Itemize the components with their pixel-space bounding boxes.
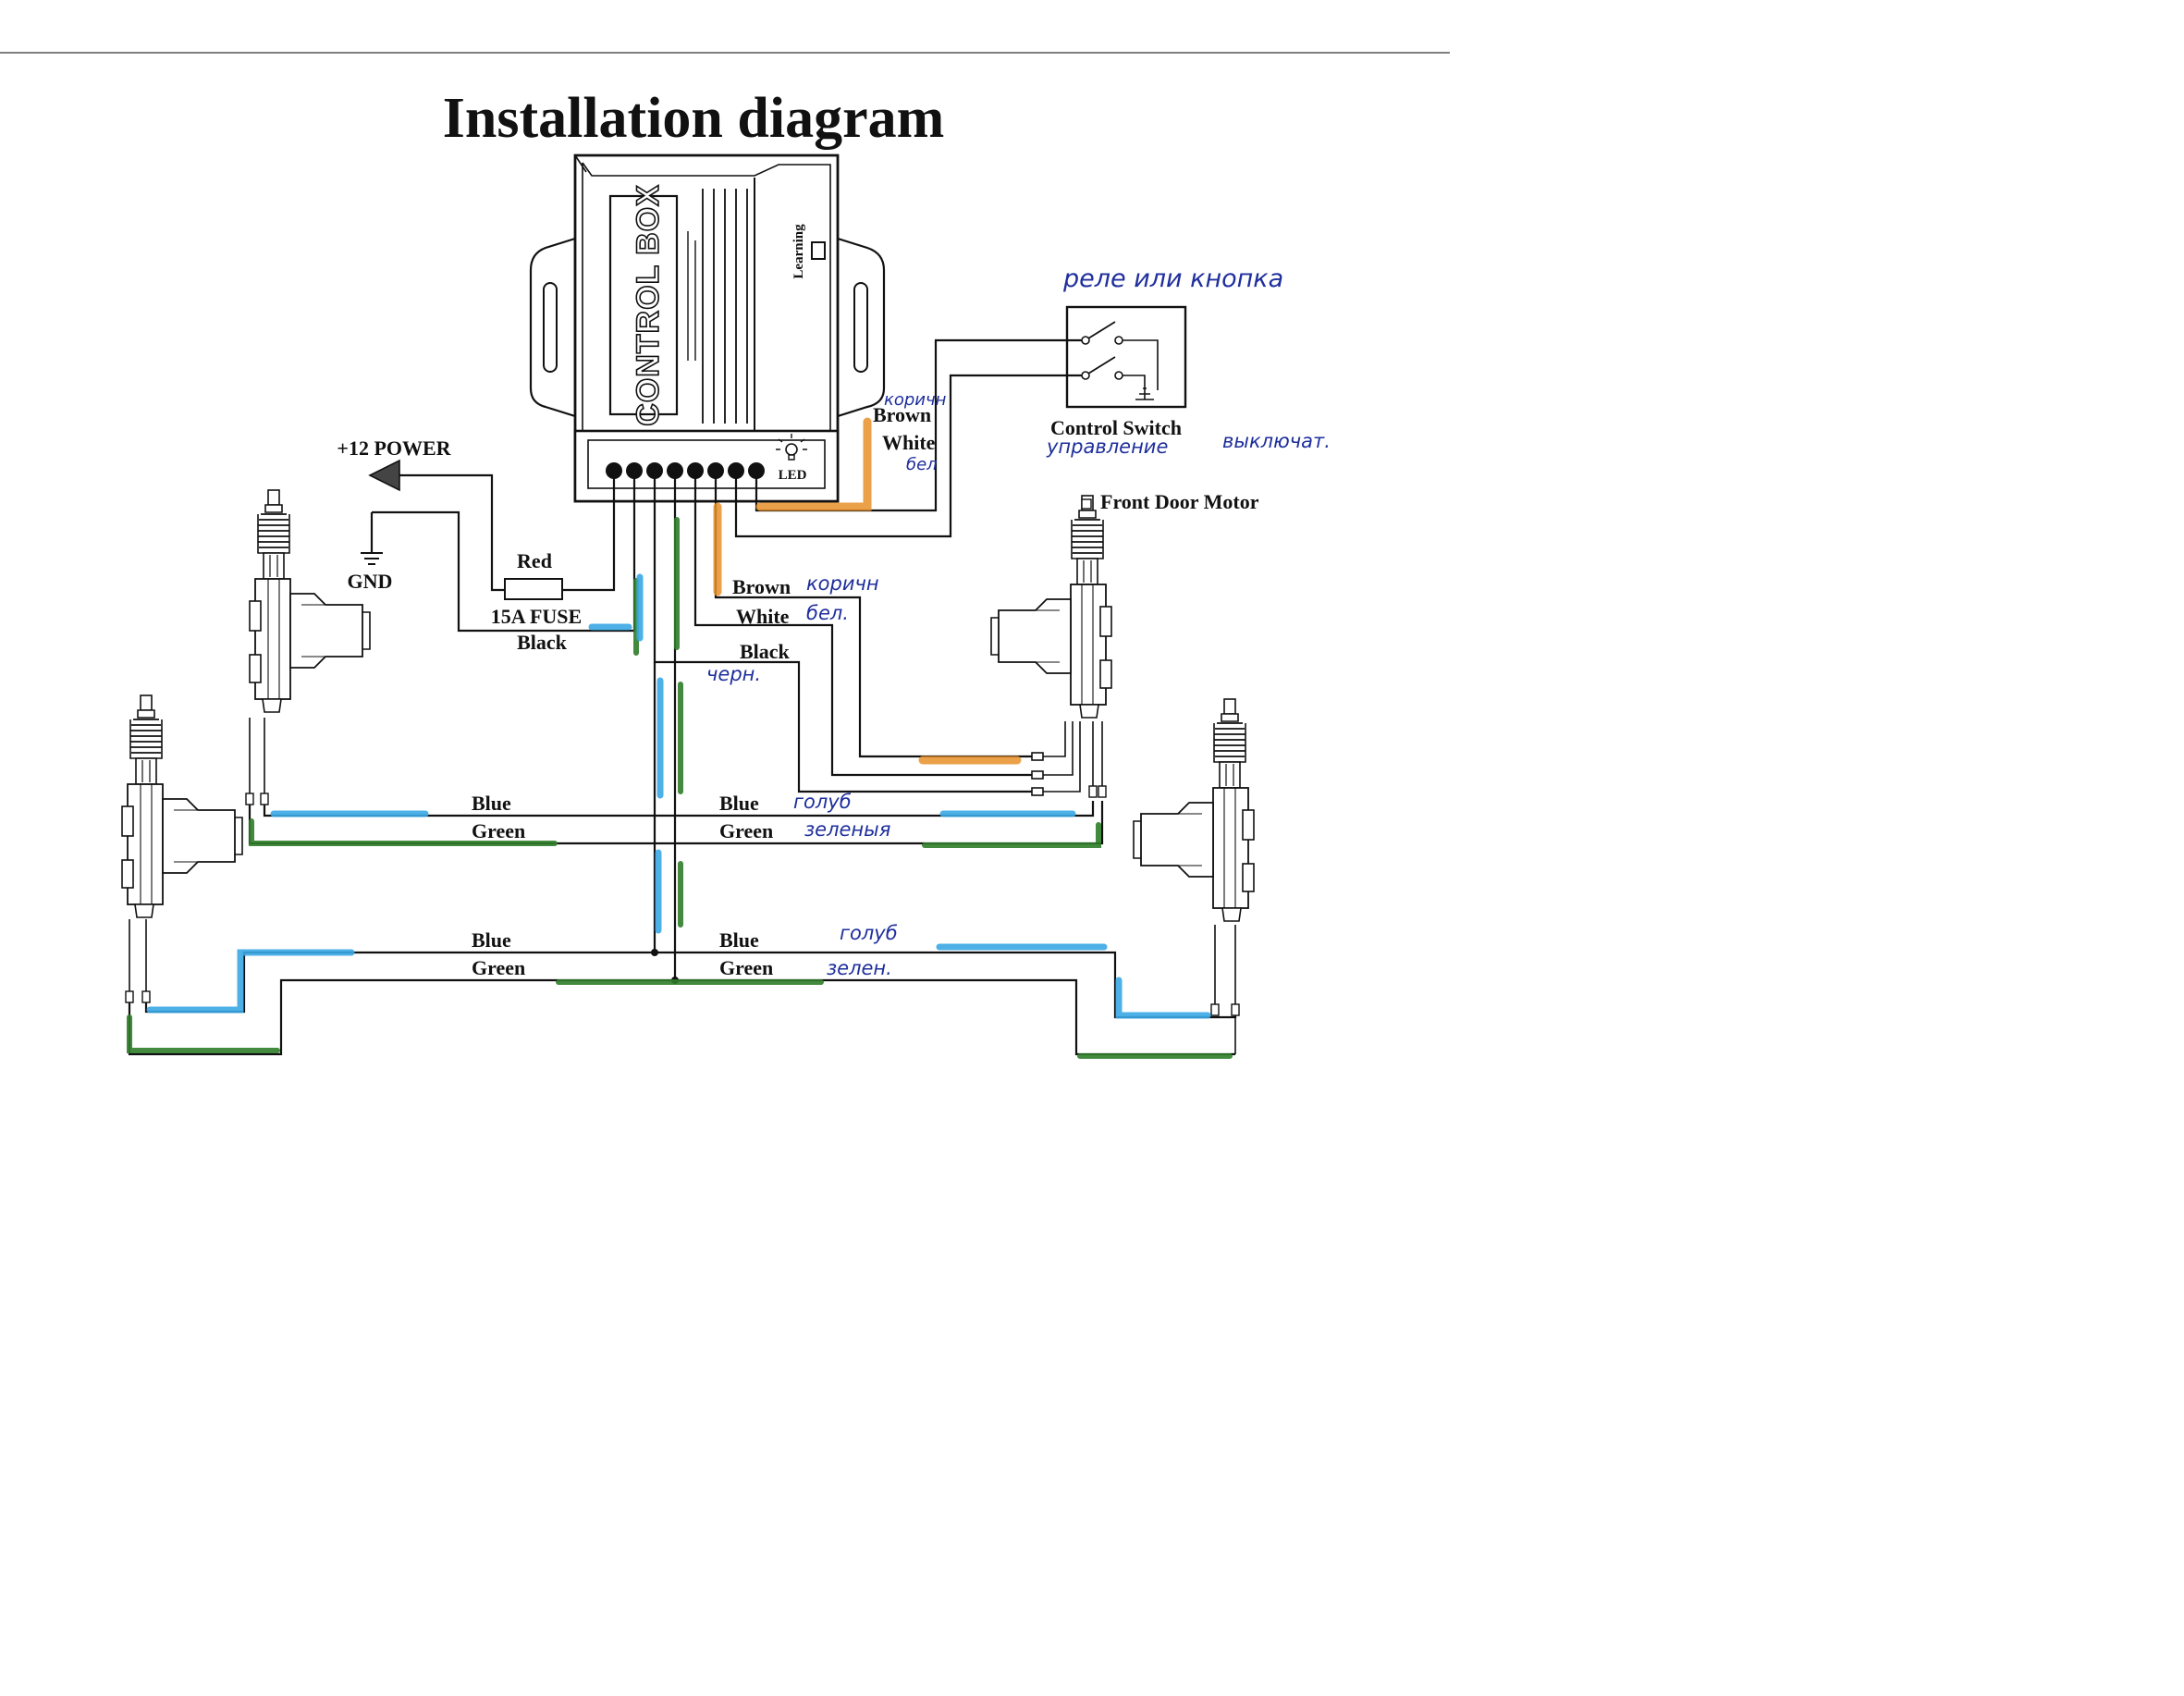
wiring-diagram: Installation diagram CONTROL BOX Learnin…: [0, 52, 1450, 1059]
control-switch: [1065, 305, 1187, 409]
switch-brown-label: Brown: [873, 403, 931, 426]
upper-blue-note: голуб: [793, 791, 852, 813]
upper-green-note: зеленыя: [804, 818, 890, 841]
power-label: +12 POWER: [337, 436, 451, 460]
black-ground-wire: [372, 471, 636, 633]
front-white-wire: [693, 471, 1032, 777]
lower-green-left-label: Green: [472, 956, 525, 979]
upper-blue-left-label: Blue: [472, 792, 511, 815]
page-title: Installation diagram: [443, 87, 945, 150]
front-brown-note: коричн: [806, 572, 879, 595]
red-wire: [562, 471, 616, 592]
front-white-note: бел.: [806, 602, 849, 624]
switch-brown-note: коричн: [884, 390, 947, 410]
front-black-note: черн.: [706, 663, 761, 685]
power-wire: [399, 473, 505, 592]
rear-left-upper-motor: [249, 489, 371, 713]
switch-white-note: бел: [906, 455, 938, 474]
upper-green-left-label: Green: [472, 819, 525, 842]
control-switch-label: Control Switch: [1050, 416, 1182, 439]
power-arrow-icon: [368, 459, 400, 492]
lower-green-highlight: [127, 979, 1233, 1059]
front-brown-label: Brown: [732, 575, 791, 598]
brown-marker-highlight: [755, 417, 872, 511]
front-black-wire: [653, 471, 1032, 793]
upper-blue-right-label: Blue: [719, 792, 759, 815]
red-wire-label: Red: [517, 549, 552, 572]
led-icon: [776, 434, 807, 461]
switch-white-label: White: [882, 431, 936, 454]
control-box: CONTROL BOX Learning LED: [529, 154, 886, 503]
front-white-label: White: [736, 605, 790, 628]
black-wire-label: Black: [517, 631, 568, 654]
diagram-page: Installation diagram CONTROL BOX Learnin…: [0, 0, 1450, 1125]
lower-green-note: зелен.: [827, 957, 892, 979]
upper-green-right-label: Green: [719, 819, 773, 842]
learning-button[interactable]: [811, 241, 826, 260]
learning-label: Learning: [791, 224, 806, 279]
front-door-motor-label: Front Door Motor: [1100, 490, 1259, 513]
lower-blue-note: голуб: [840, 922, 898, 944]
ground-icon: [361, 552, 383, 565]
upper-green-highlight: [249, 818, 1101, 848]
front-motor-leads: [1043, 721, 1081, 793]
white-switch-wire: [755, 338, 1082, 512]
trunk-blue-highlight: [588, 573, 664, 934]
rear-right-motor: [1134, 699, 1254, 921]
lower-green-right-label: Green: [719, 956, 773, 979]
gnd-label: GND: [348, 570, 393, 593]
front-black-label: Black: [740, 640, 791, 663]
lower-blue-highlight: [146, 943, 1211, 1019]
fuse-15a: [504, 578, 563, 600]
switch-note: выключат.: [1222, 430, 1331, 452]
front-door-motor: [991, 496, 1111, 718]
control-box-label: CONTROL BOX: [631, 184, 666, 426]
relay-note: реле или кнопка: [1062, 264, 1283, 293]
rear-left-lower-motor: [121, 694, 243, 918]
lower-blue-right-label: Blue: [719, 928, 759, 952]
led-label: LED: [779, 468, 807, 483]
lower-green-wire: [128, 978, 1235, 1056]
lower-blue-left-label: Blue: [472, 928, 511, 952]
upper-blue-wire: [263, 801, 1095, 817]
fuse-label: 15A FUSE: [491, 605, 582, 628]
brown-switch-wire: [734, 374, 1082, 538]
trunk-green-highlight: [633, 517, 683, 928]
control-note: управление: [1046, 436, 1168, 458]
